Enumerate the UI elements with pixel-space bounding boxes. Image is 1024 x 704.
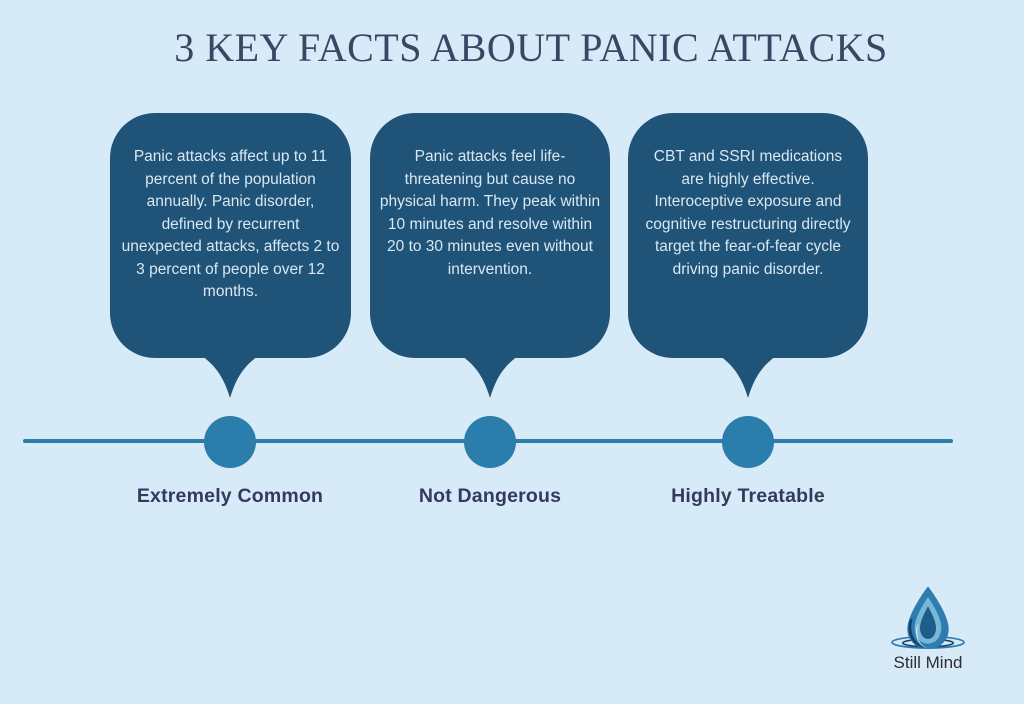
fact-bubble-not-dangerous: Panic attacks feel life-threatening but … <box>370 113 610 358</box>
fact-text: CBT and SSRI medications are highly effe… <box>645 148 851 278</box>
fact-text: Panic attacks feel life-threatening but … <box>379 148 601 278</box>
speech-bubble-tail-icon <box>720 356 776 398</box>
page-title: 3 KEY FACTS ABOUT PANIC ATTACKS <box>174 25 888 70</box>
fact-text: Panic attacks affect up to 11 percent of… <box>121 148 340 300</box>
timeline-dot-icon <box>722 416 774 468</box>
timeline-dot-icon <box>464 416 516 468</box>
timeline-label-extremely-common: Extremely Common <box>136 485 324 507</box>
timeline-label-highly-treatable: Highly Treatable <box>671 485 825 507</box>
fact-bubble-highly-treatable: CBT and SSRI medications are highly effe… <box>628 113 868 358</box>
brand-name: Still Mind <box>893 653 963 672</box>
speech-bubble-tail-icon <box>462 356 518 398</box>
timeline-dot-icon <box>204 416 256 468</box>
water-drop-icon <box>891 586 965 649</box>
brand-logo: Still Mind <box>868 585 988 673</box>
timeline-label-not-dangerous: Not Dangerous <box>418 485 562 507</box>
speech-bubble-tail-icon <box>202 356 258 398</box>
fact-bubble-extremely-common: Panic attacks affect up to 11 percent of… <box>110 113 351 358</box>
